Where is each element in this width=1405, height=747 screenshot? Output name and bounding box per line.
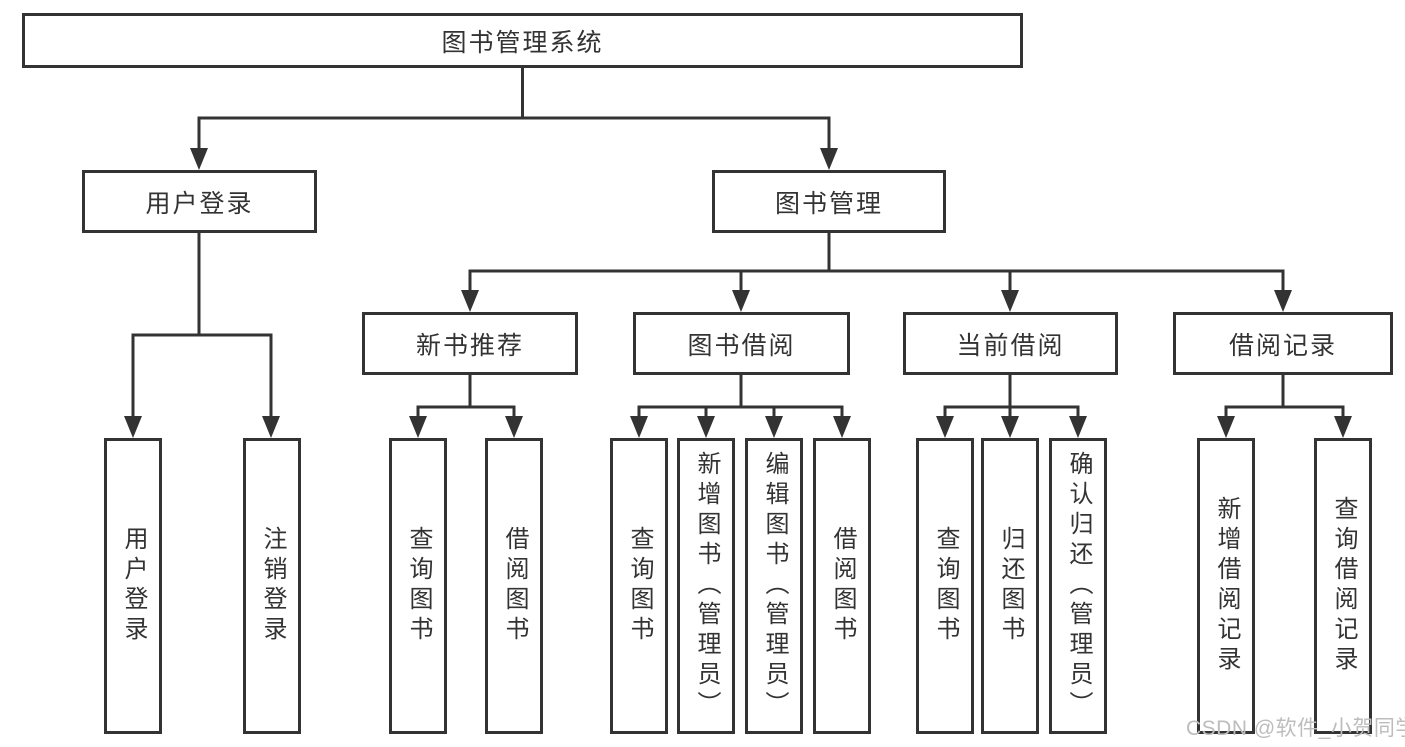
connector-user-login xyxy=(124,231,280,438)
node-new-book-recommend-label: 新书推荐 xyxy=(415,331,524,360)
node-new-book-recommend: 新书推荐 xyxy=(362,312,578,375)
leaf-query-borrow-record-label: 查询借阅记录 xyxy=(1330,496,1357,676)
arrowhead-icon xyxy=(820,148,838,170)
connector-current-borrow xyxy=(936,373,1087,438)
leaf-add-borrow-record: 新增借阅记录 xyxy=(1197,438,1255,734)
leaf-borrow-books-recommend-label: 借阅图书 xyxy=(501,526,528,646)
leaf-add-book-admin-label: 新增图书（管理员） xyxy=(693,451,720,721)
arrowhead-icon xyxy=(697,416,715,438)
leaf-logout: 注销登录 xyxy=(243,438,301,734)
leaf-query-books-recommend: 查询图书 xyxy=(389,438,447,734)
arrowhead-icon xyxy=(1217,416,1235,438)
leaf-edit-book-admin: 编辑图书（管理员） xyxy=(745,438,803,734)
arrowhead-icon xyxy=(505,416,523,438)
arrowhead-icon xyxy=(936,416,954,438)
leaf-edit-book-admin-label: 编辑图书（管理员） xyxy=(761,451,788,721)
node-book-management-label: 图书管理 xyxy=(774,189,883,218)
leaf-confirm-return-admin-label: 确认归还（管理员） xyxy=(1065,451,1092,721)
leaf-borrow-books-2: 借阅图书 xyxy=(813,438,871,734)
node-current-borrow: 当前借阅 xyxy=(903,312,1118,375)
node-root: 图书管理系统 xyxy=(22,13,1023,68)
arrowhead-icon xyxy=(1001,290,1019,312)
leaf-query-books-current: 查询图书 xyxy=(916,438,974,734)
leaf-borrow-books-recommend: 借阅图书 xyxy=(485,438,543,734)
node-user-login-label: 用户登录 xyxy=(145,189,254,218)
arrowhead-icon xyxy=(262,416,280,438)
watermark: CSDN @软件_小贺同学 xyxy=(1186,717,1405,740)
connector-new-book-recommend xyxy=(409,373,523,438)
leaf-query-books-borrow: 查询图书 xyxy=(610,438,668,734)
leaf-add-borrow-record-label: 新增借阅记录 xyxy=(1213,496,1240,676)
leaf-borrow-books-2-label: 借阅图书 xyxy=(829,526,856,646)
leaf-confirm-return-admin: 确认归还（管理员） xyxy=(1049,438,1107,734)
leaf-query-books-current-label: 查询图书 xyxy=(932,526,959,646)
leaf-return-books-label: 归还图书 xyxy=(997,526,1024,646)
arrowhead-icon xyxy=(732,290,750,312)
connector-root xyxy=(190,66,838,170)
arrowhead-icon xyxy=(1334,416,1352,438)
node-borrow-records: 借阅记录 xyxy=(1173,312,1393,375)
leaf-query-borrow-record: 查询借阅记录 xyxy=(1314,438,1372,734)
leaf-logout-label: 注销登录 xyxy=(259,526,286,646)
arrowhead-icon xyxy=(461,290,479,312)
leaf-user-login-label: 用户登录 xyxy=(120,526,147,646)
arrowhead-icon xyxy=(124,416,142,438)
leaf-return-books: 归还图书 xyxy=(981,438,1039,734)
arrowhead-icon xyxy=(1274,290,1292,312)
connector-borrow-records xyxy=(1217,373,1352,438)
arrowhead-icon xyxy=(409,416,427,438)
node-book-borrow-label: 图书借阅 xyxy=(687,331,796,360)
connector-book-management xyxy=(461,231,1292,312)
arrowhead-icon xyxy=(765,416,783,438)
node-current-borrow-label: 当前借阅 xyxy=(956,331,1065,360)
node-user-login: 用户登录 xyxy=(82,170,317,233)
arrowhead-icon xyxy=(190,148,208,170)
leaf-query-books-recommend-label: 查询图书 xyxy=(405,526,432,646)
arrowhead-icon xyxy=(630,416,648,438)
node-root-label: 图书管理系统 xyxy=(441,28,604,57)
arrowhead-icon xyxy=(1069,416,1087,438)
node-book-management: 图书管理 xyxy=(712,170,946,233)
arrowhead-icon xyxy=(833,416,851,438)
leaf-add-book-admin: 新增图书（管理员） xyxy=(677,438,735,734)
leaf-user-login: 用户登录 xyxy=(104,438,162,734)
node-borrow-records-label: 借阅记录 xyxy=(1228,331,1337,360)
node-book-borrow: 图书借阅 xyxy=(633,312,850,375)
connector-book-borrow xyxy=(630,373,851,438)
arrowhead-icon xyxy=(1001,416,1019,438)
leaf-query-books-borrow-label: 查询图书 xyxy=(626,526,653,646)
